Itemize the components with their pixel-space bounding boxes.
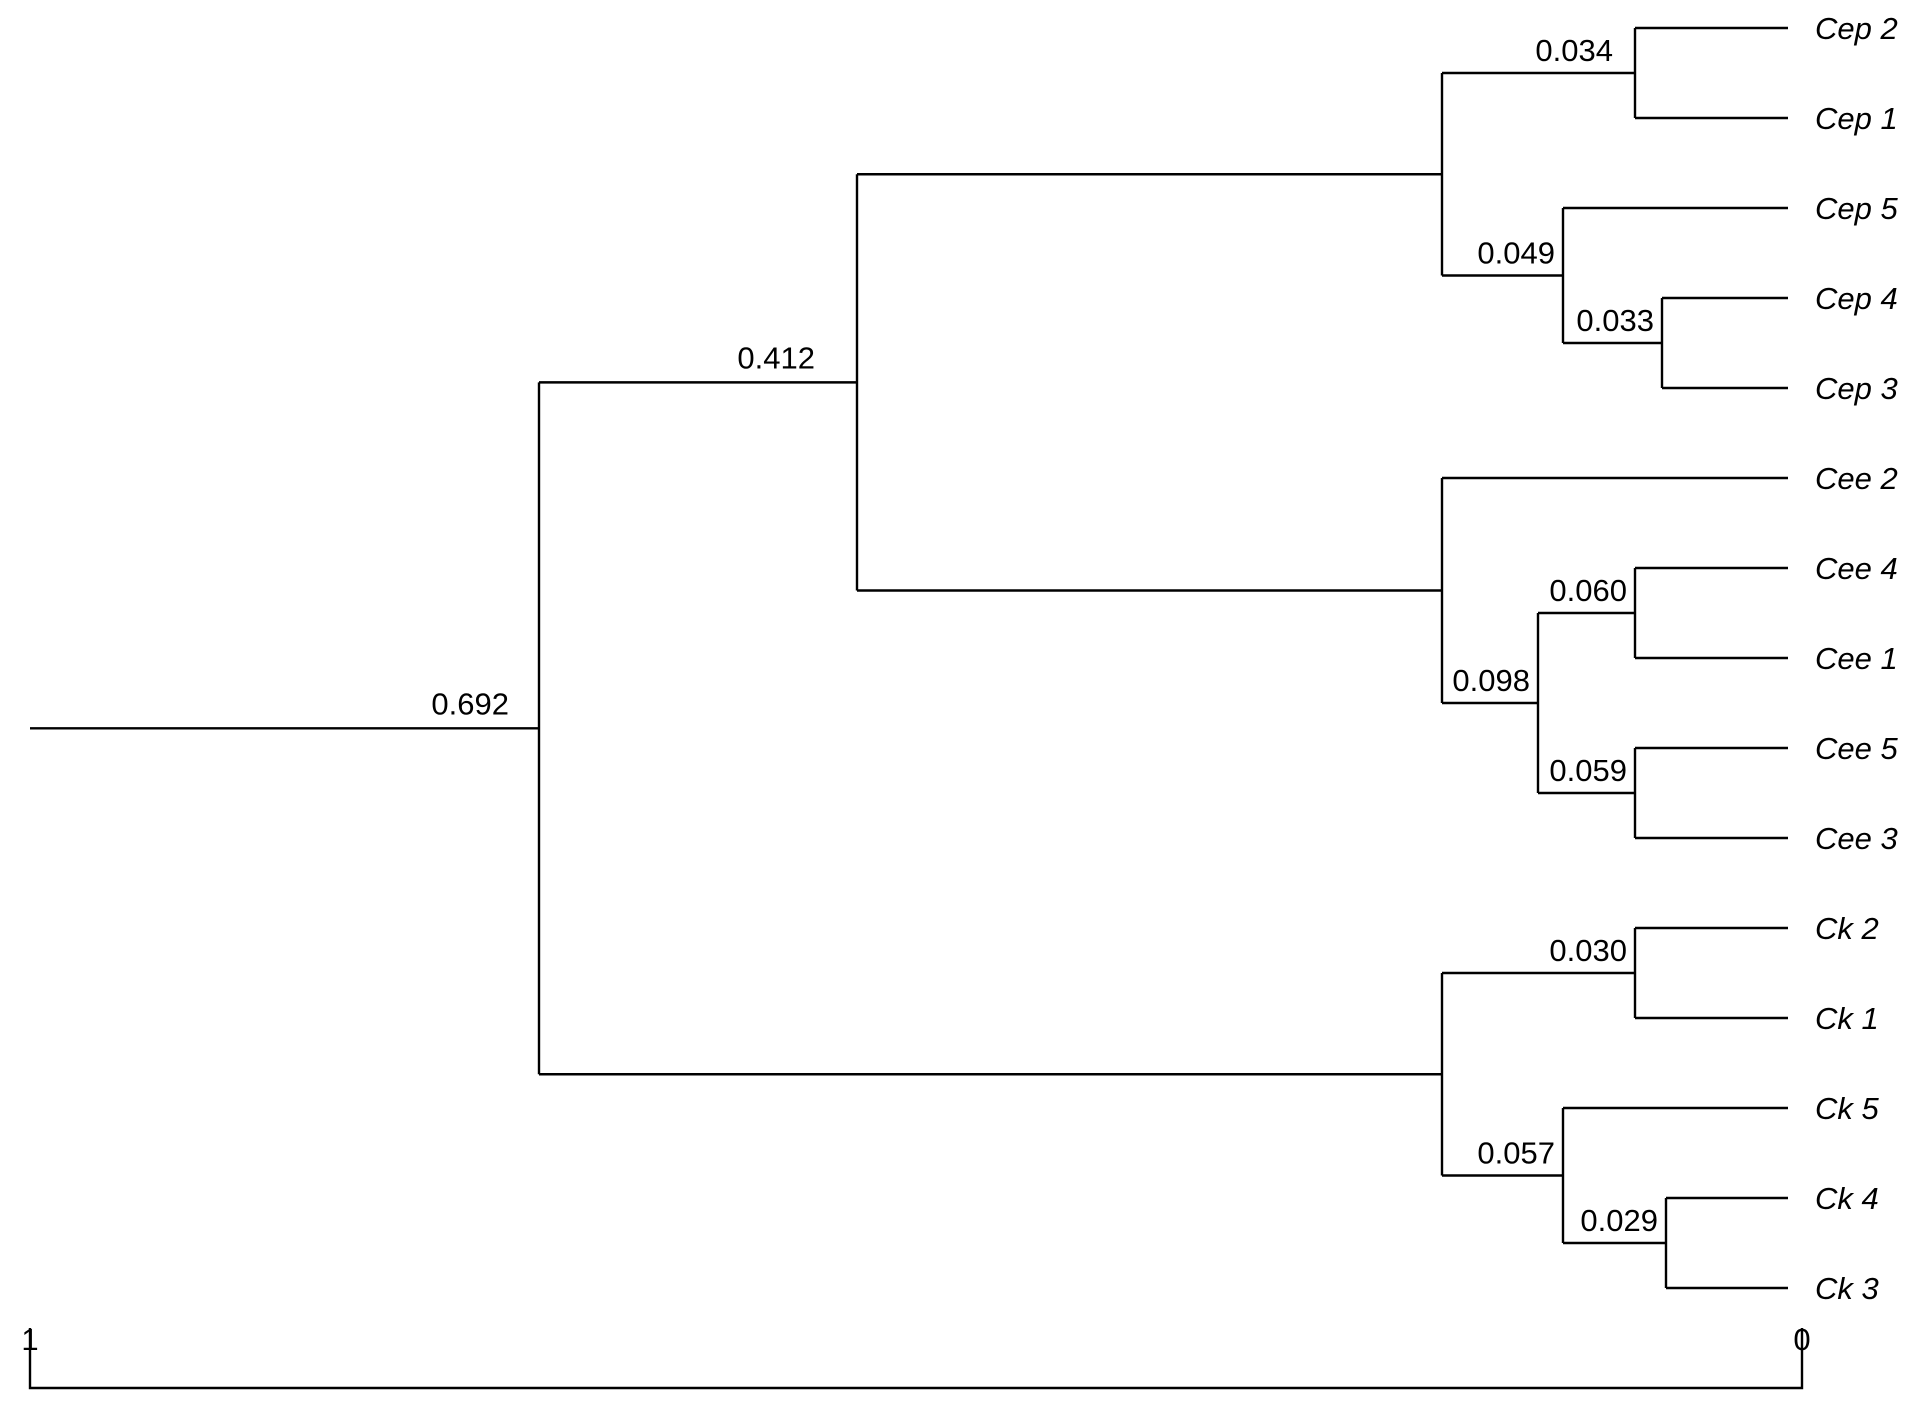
leaf-label: Cee 1: [1815, 641, 1898, 676]
leaf-label: Ck 4: [1815, 1181, 1879, 1216]
scale-left-label: 1: [21, 1322, 38, 1357]
leaf-label: Ck 5: [1815, 1091, 1880, 1126]
node-label-n057: 0.057: [1477, 1136, 1555, 1171]
leaf-label: Cee 4: [1815, 551, 1898, 586]
node-label-n060: 0.060: [1549, 573, 1627, 608]
leaf-label: Ck 2: [1815, 911, 1879, 946]
node-label-n049: 0.049: [1477, 236, 1555, 271]
node-label-root: 0.692: [431, 686, 509, 721]
leaf-label: Ck 1: [1815, 1001, 1879, 1036]
leaf-label: Cep 2: [1815, 11, 1898, 46]
node-labels: 0.692 0.412 0.034 0.049 0.033 0.098 0.060 0.059…: [431, 33, 1658, 1238]
leaf-label: Cee 3: [1815, 821, 1898, 856]
node-label-n098: 0.098: [1452, 663, 1530, 698]
leaf-label: Cep 5: [1815, 191, 1898, 226]
node-label-n030: 0.030: [1549, 933, 1627, 968]
node-label-n059: 0.059: [1549, 753, 1627, 788]
leaf-label: Ck 3: [1815, 1271, 1879, 1306]
leaf-labels: Cep 2 Cep 1 Cep 5 Cep 4 Cep 3 Cee 2 Cee 4 Cee 1…: [1815, 11, 1898, 1306]
node-label-n029: 0.029: [1580, 1203, 1658, 1238]
leaf-label: Cee 2: [1815, 461, 1898, 496]
node-label-n034: 0.034: [1535, 33, 1613, 68]
tree-branches: [30, 26, 1788, 1290]
node-label-n033: 0.033: [1576, 303, 1654, 338]
scale-right-label: 0: [1793, 1322, 1810, 1357]
scale-bar: 1 0: [21, 1322, 1811, 1390]
leaf-label: Cep 1: [1815, 101, 1898, 136]
leaf-label: Cee 5: [1815, 731, 1898, 766]
leaf-label: Cep 4: [1815, 281, 1898, 316]
leaf-label: Cep 3: [1815, 371, 1898, 406]
scale-bar-line: [28, 1328, 1804, 1390]
node-label-n412: 0.412: [737, 340, 815, 375]
